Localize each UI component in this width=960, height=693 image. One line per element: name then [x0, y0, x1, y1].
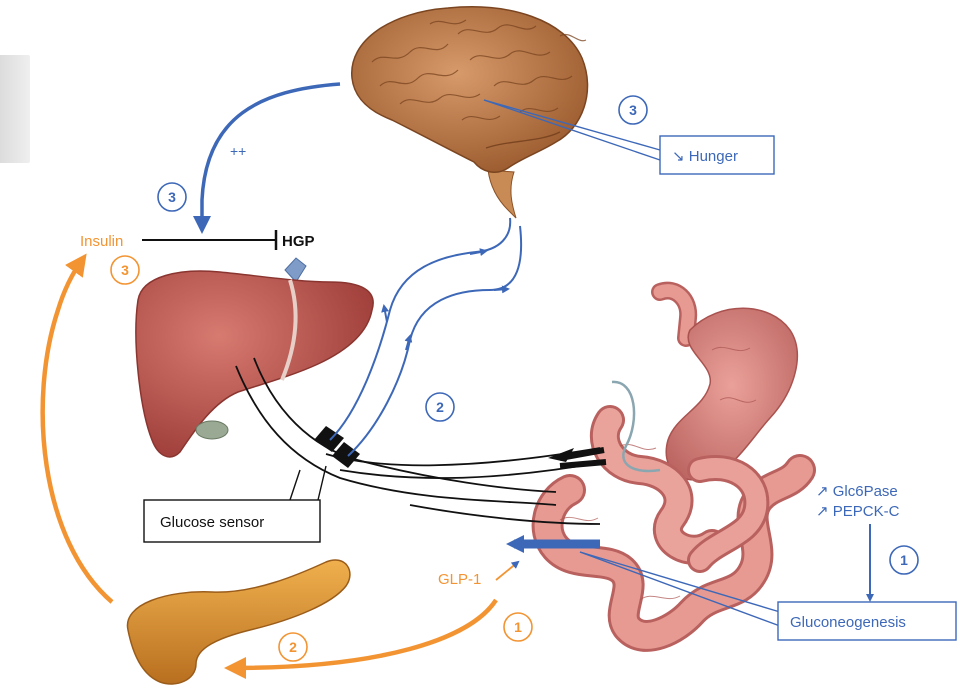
svg-text:3: 3 — [121, 262, 129, 278]
hunger-box: ↘ Hunger — [660, 136, 774, 174]
step-3-brain-hgp: 3 — [158, 183, 186, 211]
step-2-nerve: 2 — [426, 393, 454, 421]
gluconeogenesis-box: Gluconeogenesis — [778, 602, 956, 640]
pancreas-to-liver-arrow — [43, 260, 112, 602]
plus-plus-label: ++ — [230, 143, 246, 159]
glucose-sensor-label: Glucose sensor — [160, 514, 264, 531]
svg-text:3: 3 — [168, 189, 176, 205]
gluconeogenesis-label: Gluconeogenesis — [790, 614, 906, 631]
svg-text:2: 2 — [436, 399, 444, 415]
svg-text:1: 1 — [900, 552, 908, 568]
brain-illustration — [352, 7, 588, 218]
pepck-label: ↗ PEPCK-C — [816, 503, 900, 520]
svg-text:3: 3 — [629, 102, 637, 118]
insulin-label: Insulin — [80, 233, 123, 250]
glp1-arrow — [496, 562, 518, 580]
hgp-label: HGP — [282, 233, 315, 250]
step-3-hunger: 3 — [619, 96, 647, 124]
brain-to-hgp-arrow — [202, 84, 340, 226]
svg-text:1: 1 — [514, 619, 522, 635]
glc6pase-label: ↗ Glc6Pase — [816, 483, 898, 500]
glucose-sensor-box: Glucose sensor — [144, 466, 326, 542]
step-3-insulin: 3 — [111, 256, 139, 284]
liver-illustration — [136, 258, 373, 457]
step-1-glp1: 1 — [504, 613, 532, 641]
hunger-label: ↘ Hunger — [672, 148, 738, 165]
insulin-inhibits-hgp — [142, 230, 276, 250]
step-1-enzymes: 1 — [890, 546, 918, 574]
step-2-pancreas: 2 — [279, 633, 307, 661]
glp1-label: GLP-1 — [438, 571, 481, 588]
svg-text:2: 2 — [289, 639, 297, 655]
